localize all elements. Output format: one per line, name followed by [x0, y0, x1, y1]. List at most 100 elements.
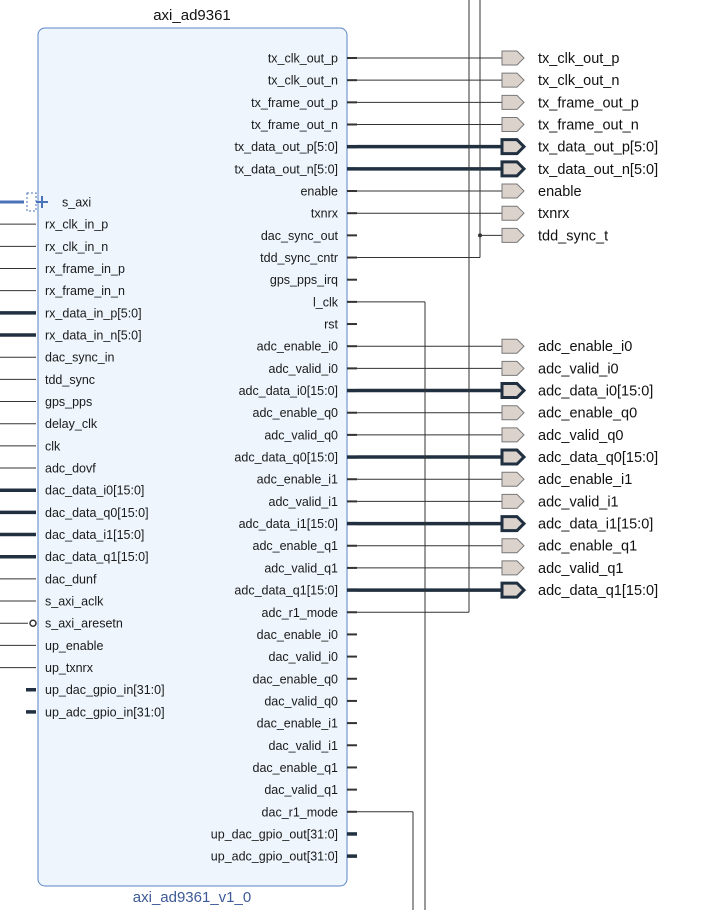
- external-port-label: tx_frame_out_p: [538, 95, 639, 111]
- external-port-label: adc_valid_q1: [538, 561, 623, 577]
- external-port-adc-valid-q0[interactable]: adc_valid_q0: [501, 427, 623, 444]
- external-port-adc-valid-q1[interactable]: adc_valid_q1: [501, 560, 623, 577]
- external-port-label: adc_valid_i0: [538, 361, 619, 377]
- output-pin-label-enable: enable: [300, 185, 338, 199]
- external-port-tx-clk-out-n[interactable]: tx_clk_out_n: [501, 72, 619, 89]
- external-port-label: adc_data_q1[15:0]: [538, 583, 658, 599]
- input-pin-label-rx-data-in-p: rx_data_in_p[5:0]: [45, 306, 142, 320]
- output-pin-label-adc-valid-i0: adc_valid_i0: [269, 362, 339, 376]
- external-port-adc-data-q0[interactable]: adc_data_q0[15:0]: [500, 448, 658, 466]
- external-port-adc-data-q1[interactable]: adc_data_q1[15:0]: [500, 581, 658, 599]
- input-pin-label-up-dac-gpio-in: up_dac_gpio_in[31:0]: [45, 683, 165, 697]
- block-ip-name: axi_ad9361_v1_0: [133, 889, 251, 906]
- external-port-label: tx_data_out_p[5:0]: [538, 140, 658, 156]
- port-arrow-icon: [501, 227, 525, 243]
- external-port-label: tx_clk_out_n: [538, 73, 619, 89]
- external-port-label: adc_enable_i0: [538, 339, 632, 355]
- external-port-label: tx_frame_out_n: [538, 118, 639, 134]
- external-port-adc-valid-i0[interactable]: adc_valid_i0: [501, 360, 619, 377]
- output-pin-label-adc-enable-q1: adc_enable_q1: [253, 539, 339, 553]
- external-port-label: txnrx: [538, 206, 570, 222]
- output-pin-label-gps-pps-irq: gps_pps_irq: [270, 273, 338, 287]
- external-port-label: adc_valid_q0: [538, 428, 623, 444]
- external-port-adc-enable-i0[interactable]: adc_enable_i0: [501, 338, 632, 355]
- external-port-adc-enable-q0[interactable]: adc_enable_q0: [501, 405, 637, 422]
- wire-junction-dot: [478, 233, 482, 238]
- output-pin-label-adc-data-q1: adc_data_q1[15:0]: [234, 584, 338, 598]
- external-port-tx-data-out-p[interactable]: tx_data_out_p[5:0]: [500, 138, 658, 156]
- external-port-label: adc_data_i1[15:0]: [538, 517, 653, 533]
- input-pin-label-s-axi-aresetn: s_axi_aresetn: [45, 617, 123, 631]
- input-pin-label-dac-data-q1: dac_data_q1[15:0]: [45, 550, 149, 564]
- port-bus-arrow-icon: [500, 160, 527, 178]
- port-bus-arrow-icon: [500, 581, 527, 599]
- output-pin-label-tx-data-out-p: tx_data_out_p[5:0]: [234, 140, 338, 154]
- output-pin-label-adc-enable-i1: adc_enable_i1: [257, 473, 338, 487]
- output-pin-label-dac-enable-i1: dac_enable_i1: [257, 717, 338, 731]
- output-pin-label-tx-frame-out-n: tx_frame_out_n: [251, 118, 338, 132]
- external-port-label: tx_data_out_n[5:0]: [538, 162, 658, 178]
- input-pin-label-rx-clk-in-n: rx_clk_in_n: [45, 240, 108, 254]
- external-port-adc-data-i1[interactable]: adc_data_i1[15:0]: [500, 515, 653, 533]
- external-port-tx-clk-out-p[interactable]: tx_clk_out_p: [501, 50, 619, 67]
- external-port-tx-data-out-n[interactable]: tx_data_out_n[5:0]: [500, 160, 658, 178]
- output-pin-label-dac-valid-q0: dac_valid_q0: [264, 694, 338, 708]
- output-pin-label-tx-data-out-n: tx_data_out_n[5:0]: [234, 162, 338, 176]
- external-port-adc-enable-i1[interactable]: adc_enable_i1: [501, 471, 632, 488]
- output-pin-label-adc-enable-q0: adc_enable_q0: [253, 406, 339, 420]
- external-port-adc-data-i0[interactable]: adc_data_i0[15:0]: [500, 382, 653, 400]
- output-pin-label-dac-valid-q1: dac_valid_q1: [264, 783, 338, 797]
- output-pin-label-dac-enable-q0: dac_enable_q0: [253, 672, 339, 686]
- output-pin-label-adc-r1-mode: adc_r1_mode: [262, 606, 338, 620]
- output-pin-label-dac-r1-mode: dac_r1_mode: [262, 805, 338, 819]
- reset-bubble-icon: [29, 619, 37, 627]
- input-pin-label-dac-data-i0: dac_data_i0[15:0]: [45, 484, 144, 498]
- bus-interface-bracket: [26, 192, 37, 212]
- input-pin-label-clk: clk: [45, 439, 61, 453]
- port-arrow-icon: [501, 560, 525, 576]
- port-arrow-icon: [501, 538, 525, 554]
- port-arrow-icon: [501, 338, 525, 354]
- input-pin-label-tdd-sync: tdd_sync: [45, 373, 95, 387]
- labels-layer: s_axi rx_clk_in_p rx_clk_in_n rx_frame_in_p…: [45, 52, 339, 864]
- external-port-tx-frame-out-p[interactable]: tx_frame_out_p: [501, 94, 639, 111]
- external-port-label: adc_enable_i1: [538, 472, 632, 488]
- ports-layer: tx_clk_out_p tx_clk_out_n tx_frame_out_ptx…: [500, 50, 658, 599]
- output-pin-label-adc-data-i0: adc_data_i0[15:0]: [239, 384, 338, 398]
- output-pin-label-up-dac-gpio-out: up_dac_gpio_out[31:0]: [211, 827, 338, 841]
- output-pin-label-dac-valid-i0: dac_valid_i0: [269, 650, 339, 664]
- external-port-tx-frame-out-n[interactable]: tx_frame_out_n: [501, 117, 639, 134]
- output-pin-label-txnrx: txnrx: [311, 207, 339, 221]
- output-pin-label-adc-valid-i1: adc_valid_i1: [269, 495, 339, 509]
- port-arrow-icon: [501, 205, 525, 221]
- input-pin-label-rx-frame-in-n: rx_frame_in_n: [45, 284, 125, 298]
- input-pin-label-dac-dunf: dac_dunf: [45, 572, 97, 586]
- input-pin-label-s-axi: s_axi: [62, 196, 91, 210]
- input-pin-label-up-txnrx: up_txnrx: [45, 661, 94, 675]
- port-arrow-icon: [501, 183, 525, 199]
- port-arrow-icon: [501, 72, 525, 88]
- external-port-txnrx[interactable]: txnrx: [501, 205, 570, 222]
- port-bus-arrow-icon: [500, 448, 527, 466]
- pins-layer: [26, 57, 357, 858]
- input-pin-label-rx-frame-in-p: rx_frame_in_p: [45, 262, 125, 276]
- input-pin-label-dac-sync-in: dac_sync_in: [45, 351, 115, 365]
- output-pin-label-adc-data-i1: adc_data_i1[15:0]: [239, 517, 338, 531]
- external-port-adc-enable-q1[interactable]: adc_enable_q1: [501, 538, 637, 555]
- output-pin-label-tx-clk-out-p: tx_clk_out_p: [268, 52, 338, 66]
- input-pin-label-up-enable: up_enable: [45, 639, 103, 653]
- external-port-enable[interactable]: enable: [501, 183, 582, 200]
- output-pin-label-tdd-sync-cntr: tdd_sync_cntr: [260, 251, 338, 265]
- external-port-tdd-sync-t[interactable]: tdd_sync_t: [501, 227, 608, 244]
- output-pin-label-tx-frame-out-p: tx_frame_out_p: [251, 96, 338, 110]
- external-port-adc-valid-i1[interactable]: adc_valid_i1: [501, 493, 619, 510]
- input-pin-label-dac-data-i1: dac_data_i1[15:0]: [45, 528, 144, 542]
- output-pin-label-adc-valid-q1: adc_valid_q1: [264, 561, 338, 575]
- output-pin-label-adc-data-q0: adc_data_q0[15:0]: [234, 451, 338, 465]
- output-pin-label-dac-valid-i1: dac_valid_i1: [269, 739, 339, 753]
- port-arrow-icon: [501, 360, 525, 376]
- input-pin-label-rx-clk-in-p: rx_clk_in_p: [45, 218, 108, 232]
- port-arrow-icon: [501, 471, 525, 487]
- output-pin-label-dac-sync-out: dac_sync_out: [261, 229, 339, 243]
